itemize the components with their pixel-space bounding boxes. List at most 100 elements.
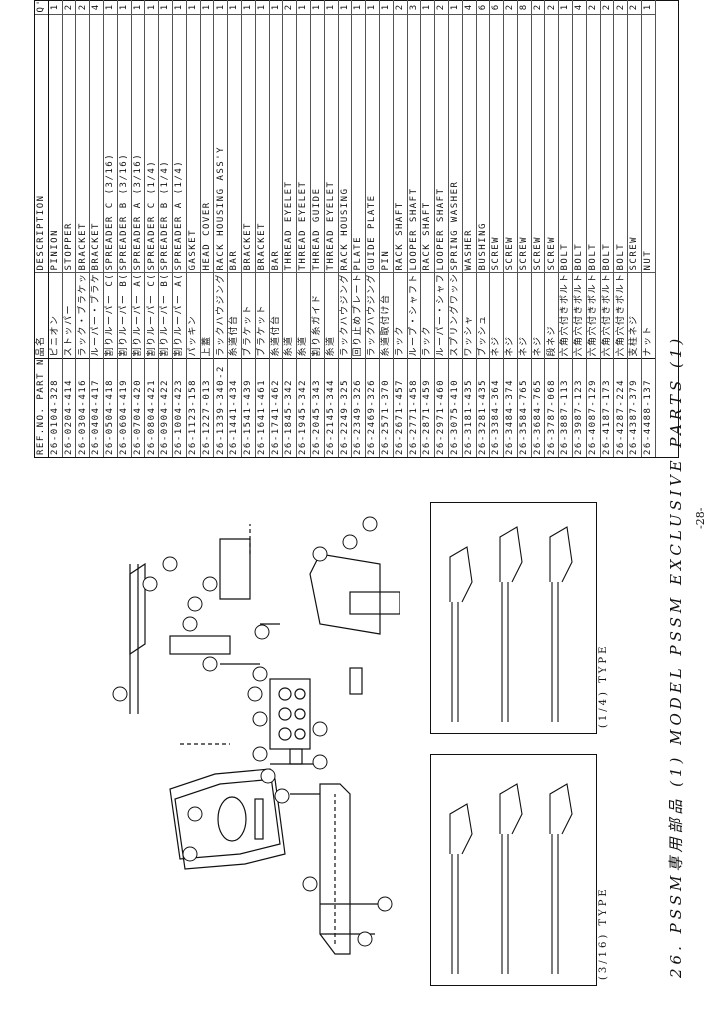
cell-qty: 4 bbox=[89, 0, 104, 15]
cell-ref-part-no: 26-3075-410 bbox=[448, 359, 463, 457]
cell-name: ルーパー・ブラケット bbox=[89, 273, 104, 359]
cell-ref-part-no: 26-0304-416 bbox=[75, 359, 90, 457]
cell-ref-part-no: 26-0204-414 bbox=[62, 359, 76, 457]
cell-ref-part-no: 26-3987-123 bbox=[572, 359, 587, 457]
cell-qty: 1 bbox=[117, 0, 132, 15]
cell-name: ネジ bbox=[489, 273, 504, 359]
cell-qty: 2 bbox=[62, 0, 76, 15]
cell-qty: 1 bbox=[172, 0, 187, 15]
cell-qty: 1 bbox=[213, 0, 228, 15]
cell-description: BAR bbox=[227, 15, 242, 273]
cell-name: ループ・シャフト bbox=[407, 273, 421, 359]
cell-qty: 1 bbox=[131, 0, 145, 15]
cell-description: RACK SHAFT bbox=[393, 15, 408, 273]
cell-ref-part-no: 26-0504-418 bbox=[103, 359, 118, 457]
cell-name: ナット bbox=[641, 273, 656, 359]
cell-description: BUSHING bbox=[476, 15, 490, 273]
cell-name: ネジ bbox=[531, 273, 545, 359]
cell-qty: 1 bbox=[269, 0, 283, 15]
cell-qty: 1 bbox=[296, 0, 311, 15]
cell-description: RACK HOUSING ASS'Y bbox=[213, 15, 228, 273]
cell-ref-part-no: 26-2971-460 bbox=[434, 359, 449, 457]
cell-qty: 2 bbox=[544, 0, 559, 15]
cell-description: GUIDE PLATE bbox=[365, 15, 380, 273]
cell-qty: 2 bbox=[600, 0, 614, 15]
spreader-3-16-type-label: (3/16) TYPE bbox=[598, 886, 609, 980]
cell-ref-part-no: 26-1339-340-2 bbox=[213, 359, 228, 457]
cell-name: ブラケット bbox=[241, 273, 256, 359]
cell-qty: 1 bbox=[641, 0, 656, 15]
col-header-description: DESCRIPTION bbox=[35, 15, 49, 273]
cell-description: BOLT bbox=[572, 15, 587, 273]
cell-description: BOLT bbox=[558, 15, 573, 273]
cell-qty: 6 bbox=[476, 0, 490, 15]
cell-ref-part-no: 26-3584-765 bbox=[517, 359, 532, 457]
cell-description: SPREADER C (3/16) bbox=[103, 15, 118, 273]
cell-name: 割りルーパー B(1/4) bbox=[158, 273, 173, 359]
cell-qty: 2 bbox=[434, 0, 449, 15]
cell-name: 回り止めプレート bbox=[351, 273, 366, 359]
cell-qty: 2 bbox=[75, 0, 90, 15]
cell-name: 糸道 bbox=[282, 273, 297, 359]
cell-qty: 2 bbox=[503, 0, 518, 15]
cell-qty: 1 bbox=[365, 0, 380, 15]
cell-ref-part-no: 26-1945-342 bbox=[296, 359, 311, 457]
cell-ref-part-no: 26-1741-462 bbox=[269, 359, 283, 457]
cell-description: SCREW bbox=[627, 15, 642, 273]
cell-name: 六角穴付きボルト bbox=[613, 273, 628, 359]
cell-ref-part-no: 26-3887-113 bbox=[558, 359, 573, 457]
cell-description: SPRING WASHER bbox=[448, 15, 463, 273]
cell-qty: 1 bbox=[338, 0, 352, 15]
cell-name: 糸道取付け台 bbox=[379, 273, 394, 359]
cell-description: PLATE bbox=[351, 15, 366, 273]
cell-description: BRACKET bbox=[89, 15, 104, 273]
cell-ref-part-no: 26-1004-423 bbox=[172, 359, 187, 457]
cell-name: 支柱ネジ bbox=[627, 273, 642, 359]
cell-name: ラック・ブラケット bbox=[75, 273, 90, 359]
cell-name: 六角穴付きボルト bbox=[600, 273, 614, 359]
cell-ref-part-no: 26-1441-434 bbox=[227, 359, 242, 457]
cell-description: SPREADER A (3/16) bbox=[131, 15, 145, 273]
cell-name: 糸道 bbox=[296, 273, 311, 359]
cell-name: ストッパー bbox=[62, 273, 76, 359]
cell-description: SPREADER C (1/4) bbox=[144, 15, 159, 273]
cell-name: 割りルーパー B(3/16) bbox=[117, 273, 132, 359]
cell-ref-part-no: 26-2771-458 bbox=[407, 359, 421, 457]
cell-ref-part-no: 26-1641-461 bbox=[255, 359, 270, 457]
cell-ref-part-no: 26-4387-379 bbox=[627, 359, 642, 457]
cell-ref-part-no: 26-2469-326 bbox=[365, 359, 380, 457]
cell-name: 段ネジ bbox=[544, 273, 559, 359]
cell-ref-part-no: 26-0104-328 bbox=[48, 359, 63, 457]
cell-description: BOLT bbox=[586, 15, 601, 273]
cell-name: 割りルーパー C(3/16) bbox=[103, 273, 118, 359]
cell-name: ラックハウジングセット bbox=[213, 273, 228, 359]
cell-qty: 1 bbox=[48, 0, 63, 15]
cell-name: ラックハウジング回り止め bbox=[365, 273, 380, 359]
cell-name: 六角穴付きボルト bbox=[586, 273, 601, 359]
cell-name: ルーパー・シャフト bbox=[434, 273, 449, 359]
cell-name: ピニオン bbox=[48, 273, 63, 359]
cell-name: ブッシュ bbox=[476, 273, 490, 359]
